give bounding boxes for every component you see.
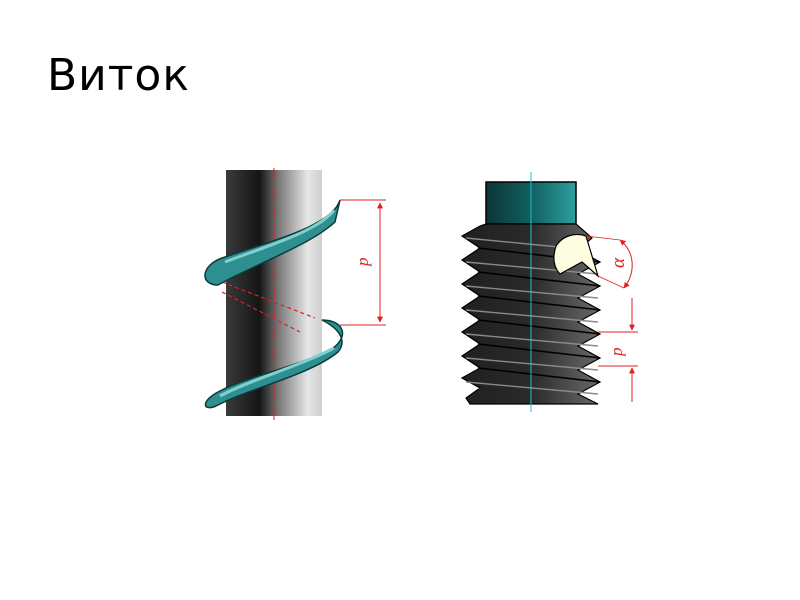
right-bolt-figure: α p [460,172,638,412]
slide-title: Виток [47,50,190,101]
hidden-helix-line-2 [221,291,301,333]
lower-helix-highlight [219,346,335,398]
left-helix-figure: p [204,168,386,420]
thread-root-lines [477,247,601,383]
upper-helix-highlight [224,209,336,264]
angle-leg-bottom [597,275,625,289]
left-pitch-label: p [353,258,372,268]
angle-alpha-label: α [608,257,629,268]
upper-helix-band [204,199,341,286]
angle-arc [619,239,633,289]
hidden-helix-line [221,281,316,319]
angle-leg-top [585,235,621,241]
thread-profile-section [553,233,600,278]
right-pitch-label: p [607,348,626,358]
